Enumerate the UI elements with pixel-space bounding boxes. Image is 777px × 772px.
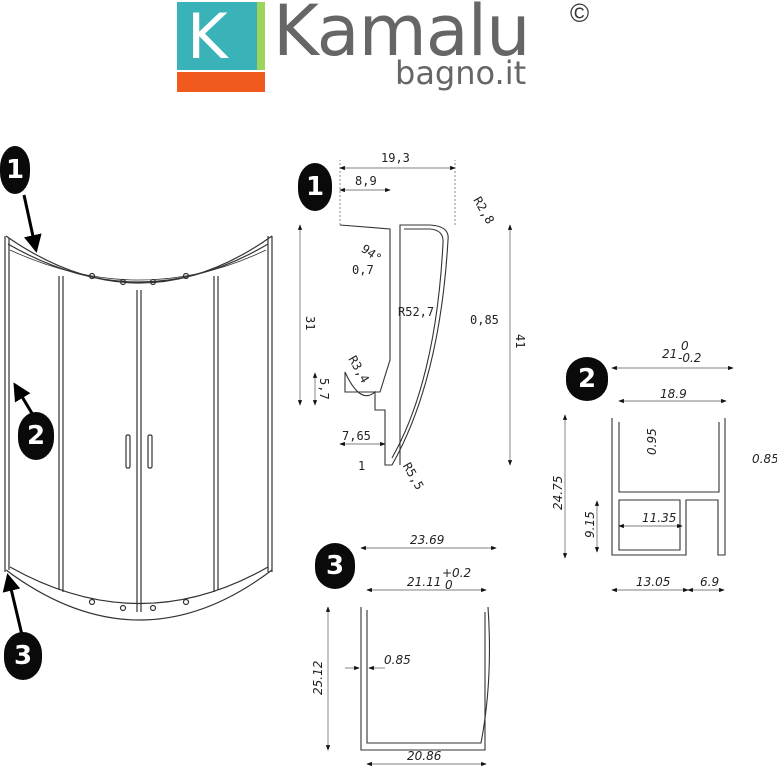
svg-text:25.12: 25.12 [311,661,325,695]
logo-k-block: K [177,0,257,73]
logo-domain: bagno.it [395,54,527,92]
svg-text:13.05: 13.05 [636,575,670,589]
svg-text:R2,8: R2,8 [470,194,497,226]
profile-3-dims [325,545,497,767]
svg-text:0.85: 0.85 [752,452,777,466]
svg-text:0: 0 [445,578,453,592]
copyright-icon: © [570,0,590,28]
profile-1-labels: 19,3 8,9 R2,8 94° 0,7 R52,7 0,85 31 41 R… [303,151,527,492]
svg-text:0.95: 0.95 [645,428,659,455]
callout-badge-3-overview: 3 [4,632,42,680]
profile-1-drawing [339,224,449,466]
callout-badge-2-overview: 2 [18,412,54,460]
svg-text:6.9: 6.9 [700,575,719,589]
logo-letter: K [187,0,228,73]
svg-text:11.35: 11.35 [642,511,676,525]
svg-text:94°: 94° [358,242,384,266]
svg-text:1: 1 [358,459,365,473]
svg-text:8,9: 8,9 [355,174,377,188]
callout-badge-3-profile: 3 [315,543,355,589]
svg-text:21: 21 [662,347,677,361]
profile-3-drawing [360,606,490,751]
svg-text:23.69: 23.69 [410,533,444,547]
callout-badge-1-overview: 1 [0,146,30,194]
callout-badge-2-profile: 2 [566,357,608,401]
svg-text:-0.2: -0.2 [678,351,701,365]
logo-name: Kamalu [273,0,530,72]
svg-text:0.85: 0.85 [384,653,411,667]
svg-text:7,65: 7,65 [342,429,371,443]
logo-green-stripe [257,2,265,70]
callout-badge-1-profile: 1 [298,163,332,211]
profile-1-dims [297,160,513,466]
svg-text:9.15: 9.15 [583,511,597,538]
callout-arrows [2,194,42,636]
profile-3-labels: 23.69 21.11 +0.2 0 0.85 25.12 20.86 [311,533,471,763]
brand-logo: K Kamalu bagno.it © [177,0,597,94]
svg-text:19,3: 19,3 [381,151,410,165]
svg-text:0: 0 [681,339,689,353]
svg-text:+0.2: +0.2 [442,566,471,580]
svg-text:20.86: 20.86 [407,749,442,763]
profile-2-dims [562,365,734,593]
svg-text:5,7: 5,7 [317,378,331,400]
svg-text:24.75: 24.75 [551,476,565,510]
profile-2-drawing [611,418,726,556]
svg-text:R52,7: R52,7 [398,305,434,319]
shower-enclosure [4,235,273,621]
logo-orange-bar [177,72,265,92]
profile-2-labels: 21 0 -0.2 18.9 0.95 0.85 24.75 9.15 11.3… [551,339,777,589]
svg-text:41: 41 [513,334,527,348]
svg-text:0,7: 0,7 [352,263,374,277]
svg-text:21.11: 21.11 [407,575,441,589]
svg-text:R5,5: R5,5 [400,460,427,492]
svg-text:0,85: 0,85 [470,313,499,327]
svg-text:18.9: 18.9 [660,387,687,401]
svg-text:31: 31 [303,316,317,330]
